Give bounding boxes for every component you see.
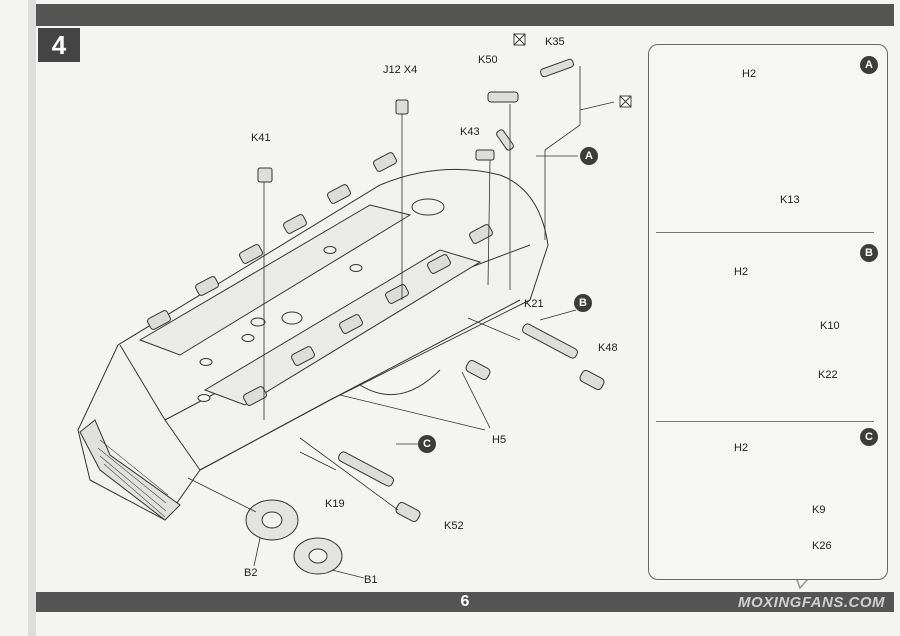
inset-c-part-k26: K26	[812, 540, 832, 552]
label-b2: B2	[244, 567, 258, 579]
binding-edge	[28, 0, 36, 636]
page-number: 6	[460, 593, 470, 610]
inset-a-part-h2: H2	[742, 68, 757, 80]
header-bar	[36, 4, 894, 26]
label-k41: K41	[251, 132, 271, 144]
inset-divider-2	[656, 421, 874, 422]
callout-a: A	[580, 147, 598, 165]
label-k43: K43	[460, 126, 480, 138]
inset-c-part-h2: H2	[734, 442, 749, 454]
inset-b-letter: B	[860, 244, 878, 262]
inset-divider-1	[656, 232, 874, 233]
inset-b-part-k10: K10	[820, 320, 840, 332]
inset-c-letter: C	[860, 428, 878, 446]
label-k48: K48	[598, 342, 618, 354]
inset-a-part-k13: K13	[780, 194, 800, 206]
footer-bar	[36, 592, 894, 612]
label-k52: K52	[444, 520, 464, 532]
label-h5: H5	[492, 434, 507, 446]
callout-b: B	[574, 294, 592, 312]
inset-c-part-k9: K9	[812, 504, 826, 516]
label-k50: K50	[478, 54, 498, 66]
inset-b-part-k22: K22	[818, 369, 838, 381]
label-j12-x4: J12 X4	[383, 64, 418, 76]
inset-b-part-h2: H2	[734, 266, 749, 278]
detail-inset-panel	[648, 44, 888, 580]
step-number: 4	[38, 28, 80, 62]
label-b1: B1	[364, 574, 378, 586]
label-k19: K19	[325, 498, 345, 510]
inset-a-letter: A	[860, 56, 878, 74]
callout-c: C	[418, 435, 436, 453]
label-k21: K21	[524, 298, 544, 310]
watermark-text: MOXINGFANS.COM	[738, 594, 886, 611]
label-k35: K35	[545, 36, 565, 48]
